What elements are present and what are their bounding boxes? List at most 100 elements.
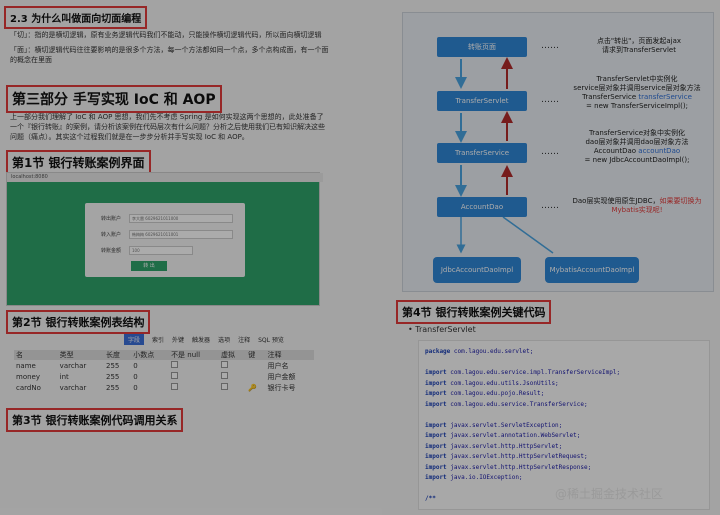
transfer-button[interactable]: 转 出 bbox=[131, 261, 167, 271]
checkbox[interactable] bbox=[171, 361, 179, 368]
form-label: 转出账户 bbox=[101, 216, 122, 222]
checkbox[interactable] bbox=[221, 361, 228, 368]
cell-not-null[interactable] bbox=[169, 360, 219, 371]
to-account-field[interactable]: 韩梅梅 6029621011001 bbox=[129, 230, 233, 239]
table-row[interactable]: name varchar 255 0 用户名 bbox=[14, 360, 314, 371]
call-relationship-diagram: 转账页面 TransferServlet TransferService Acc… bbox=[402, 12, 714, 292]
cell-virtual[interactable] bbox=[219, 371, 246, 382]
note-line: = new TransferServiceImpl(); bbox=[586, 102, 688, 110]
dots: …… bbox=[541, 41, 559, 51]
key-icon: 🔑 bbox=[248, 383, 257, 392]
table-row[interactable]: money int 255 0 用户金额 bbox=[14, 371, 314, 382]
form-label: 转入账户 bbox=[101, 232, 122, 238]
col-comment: 注释 bbox=[265, 350, 314, 360]
code-line: import javax.servlet.ServletException; bbox=[425, 421, 703, 432]
form-label: 转账金额 bbox=[101, 248, 122, 254]
code-line: import javax.servlet.http.HttpServletReq… bbox=[425, 452, 703, 463]
form-row-to: 转入账户 韩梅梅 6029621011001 bbox=[101, 230, 233, 239]
note-text: Dao层实现使用原生JDBC， bbox=[572, 197, 660, 205]
cell-name: money bbox=[16, 372, 40, 381]
var-name: accountDao bbox=[638, 147, 681, 155]
code-text: java.io.IOException; bbox=[446, 474, 523, 481]
code-line bbox=[425, 410, 703, 421]
note-line: = new JdbcAccountDaoImpl(); bbox=[584, 156, 690, 164]
tab-fields[interactable]: 字段 bbox=[124, 334, 145, 345]
col-virtual: 虚拟 bbox=[219, 350, 247, 360]
table-structure: 名 类型 长度 小数点 不是 null 虚拟 键 注释 name varchar… bbox=[14, 350, 314, 393]
note-line: TransferService对象中实例化 bbox=[588, 129, 686, 137]
tab-triggers[interactable]: 触发器 bbox=[192, 337, 211, 344]
type-name: AccountDao bbox=[593, 147, 637, 155]
col-key: 键 bbox=[246, 350, 266, 360]
tab-sql-preview[interactable]: SQL 预览 bbox=[258, 337, 284, 344]
cell-type: varchar bbox=[59, 361, 87, 370]
cell-type: varchar bbox=[59, 383, 87, 392]
form-row-from: 转出账户 李大雷 6029621011000 bbox=[101, 214, 233, 223]
tab-comments[interactable]: 注释 bbox=[238, 337, 251, 344]
code-keyword: package bbox=[425, 348, 451, 355]
bullet-text: TransferServlet bbox=[415, 325, 476, 334]
cell-length: 255 bbox=[106, 383, 120, 392]
table-row[interactable]: cardNo varchar 255 0 🔑 银行卡号 bbox=[14, 382, 314, 393]
cell-not-null[interactable] bbox=[169, 382, 219, 393]
checkbox[interactable] bbox=[221, 383, 228, 390]
cell-name: cardNo bbox=[16, 383, 41, 392]
cell-key bbox=[246, 360, 265, 371]
code-text: javax.servlet.http.HttpServlet; bbox=[446, 442, 563, 450]
code-line: import com.lagou.edu.utils.JsonUtils; bbox=[425, 379, 703, 390]
app-titlebar: localhost:8080 bbox=[7, 173, 323, 182]
cell-not-null[interactable] bbox=[169, 371, 219, 382]
node-transfer-servlet: TransferServlet bbox=[437, 91, 527, 111]
code-keyword: import bbox=[425, 474, 447, 481]
from-account-field[interactable]: 李大雷 6029621011000 bbox=[129, 214, 233, 223]
section4-title: 第4节 银行转账案例关键代码 bbox=[396, 300, 552, 324]
cell-comment: 银行卡号 bbox=[267, 383, 296, 392]
node-transfer-page: 转账页面 bbox=[437, 37, 527, 57]
tab-indexes[interactable]: 索引 bbox=[152, 337, 165, 344]
note-line: 点击"转出"，页面发起ajax bbox=[596, 37, 682, 45]
code-text: javax.servlet.http.HttpServletRequest; bbox=[446, 453, 588, 460]
paragraph-face: 「面」：横切逻辑代码往往要影响的是很多个方法，每一个方法都如同一个点，多个点构成… bbox=[10, 46, 329, 64]
diagram-arrows bbox=[455, 57, 554, 254]
code-line: import java.io.IOException; bbox=[425, 473, 703, 484]
checkbox[interactable] bbox=[221, 372, 228, 379]
cell-length: 255 bbox=[106, 372, 120, 381]
tab-foreign-keys[interactable]: 外键 bbox=[172, 337, 185, 344]
cell-name: name bbox=[16, 361, 36, 370]
note-line: TransferServlet中实例化 bbox=[596, 75, 678, 83]
note-request: 点击"转出"，页面发起ajax 请求到TransferServlet bbox=[569, 37, 709, 55]
cell-virtual[interactable] bbox=[219, 382, 246, 393]
note-highlight: 如果要切换为 bbox=[659, 197, 702, 205]
cell-length: 255 bbox=[106, 361, 120, 370]
code-text: com.lagou.edu.pojo.Result; bbox=[446, 390, 545, 397]
col-type: 类型 bbox=[57, 350, 104, 360]
code-keyword: import bbox=[425, 390, 447, 397]
amount-field[interactable]: 100 bbox=[129, 246, 193, 255]
transfer-ui-screenshot: localhost:8080 转出账户 李大雷 6029621011000 转入… bbox=[6, 172, 323, 306]
note-service: TransferService对象中实例化 dao层对象并调用dao层对象方法 … bbox=[563, 129, 711, 165]
code-text: com.lagou.edu.utils.JsonUtils; bbox=[446, 379, 559, 387]
tab-options[interactable]: 选项 bbox=[218, 337, 231, 344]
arrow-branch bbox=[502, 216, 554, 254]
note-dao: Dao层实现使用原生JDBC，如果要切换为 Mybatis实现呢! bbox=[563, 197, 711, 215]
code-keyword: import bbox=[425, 463, 447, 471]
node-account-dao: AccountDao bbox=[437, 197, 527, 217]
code-keyword: import bbox=[425, 369, 447, 376]
checkbox[interactable] bbox=[171, 383, 179, 390]
cell-virtual[interactable] bbox=[219, 360, 246, 371]
code-line: import com.lagou.edu.pojo.Result; bbox=[425, 389, 703, 400]
dots: …… bbox=[541, 201, 559, 211]
section2-title: 第2节 银行转账案例表结构 bbox=[6, 310, 151, 334]
checkbox[interactable] bbox=[171, 372, 179, 379]
cell-decimal: 0 bbox=[133, 372, 138, 381]
code-keyword: import bbox=[425, 379, 447, 387]
code-block: package com.lagou.edu.servlet;import com… bbox=[418, 340, 710, 510]
col-not-null: 不是 null bbox=[169, 350, 219, 360]
paragraph-cut: 「切」：指的是横切逻辑，原有业务逻辑代码我们不能动，只能操作横切逻辑代码，所以面… bbox=[10, 31, 322, 39]
form-row-amount: 转账金额 100 bbox=[101, 246, 193, 255]
table-design-tabs: 字段 索引 外键 触发器 选项 注释 SQL 预览 bbox=[124, 334, 284, 345]
col-decimal: 小数点 bbox=[131, 350, 170, 360]
code-keyword: import bbox=[425, 442, 447, 450]
watermark: @稀土掘金技术社区 bbox=[555, 487, 664, 501]
